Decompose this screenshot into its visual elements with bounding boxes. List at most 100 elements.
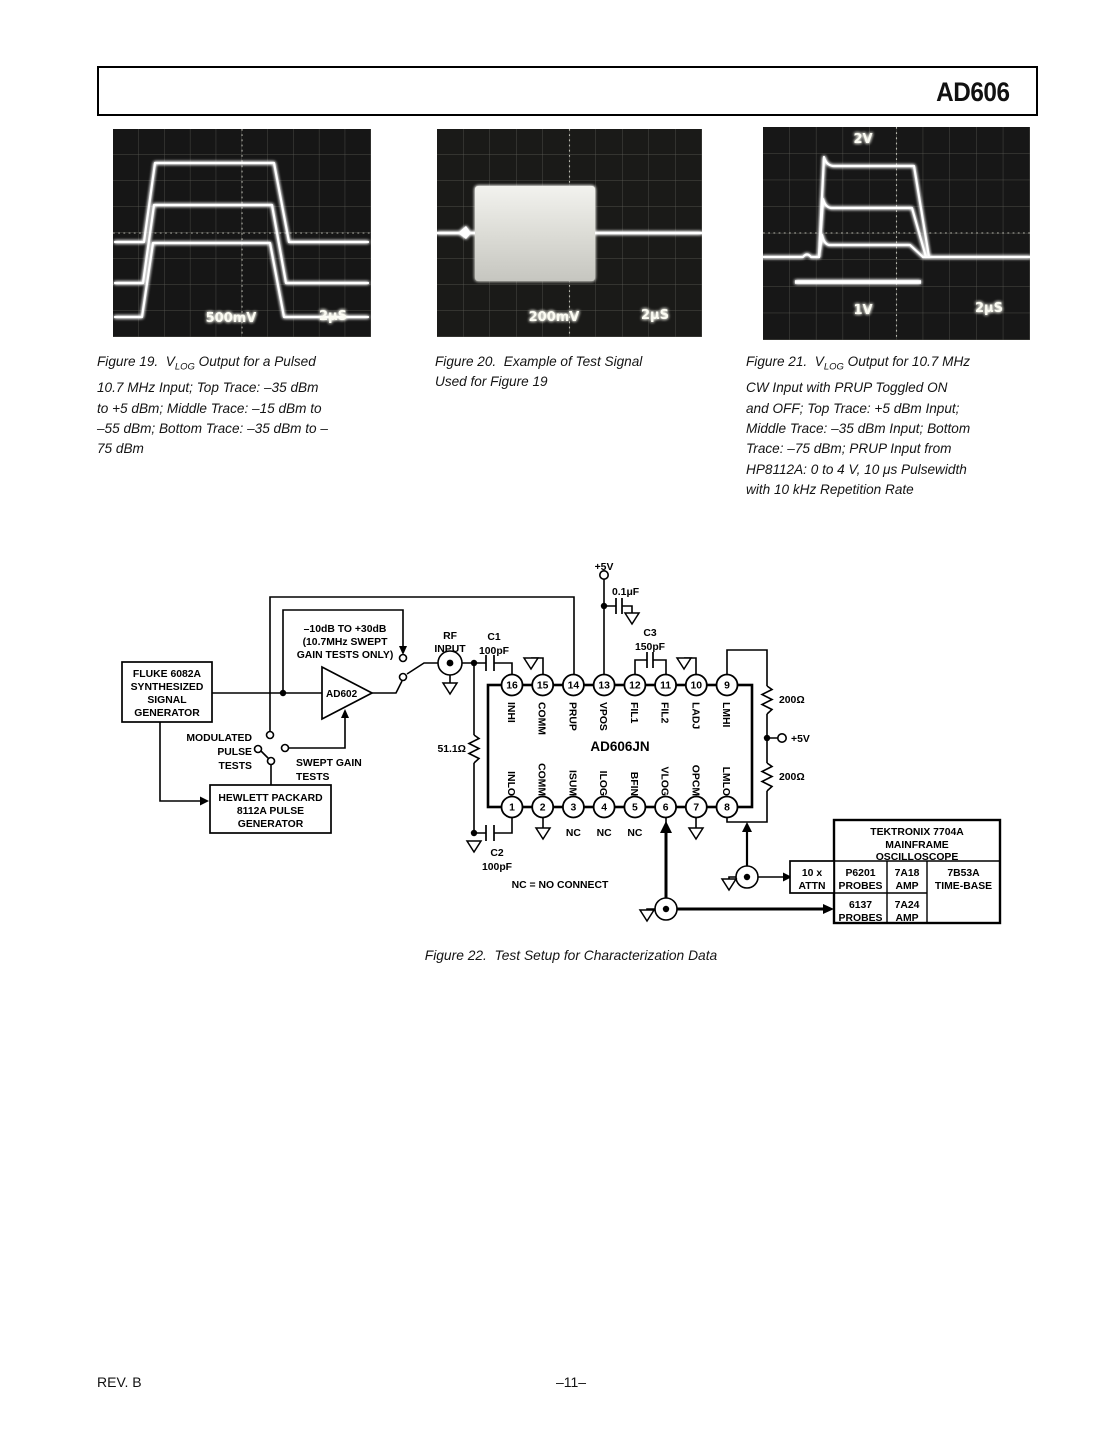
ic-pin-label: ILOG bbox=[597, 771, 608, 796]
ground-icon bbox=[721, 878, 737, 891]
capacitor-c1-icon bbox=[485, 655, 495, 671]
scope-tdiv-readout: 2μS bbox=[975, 301, 1003, 316]
swept-tests-label: TESTS bbox=[296, 772, 330, 783]
supply-terminal-top-icon bbox=[598, 569, 609, 580]
modulated-tests-label: TESTS bbox=[219, 761, 253, 772]
resistor-200ohm-bottom-icon bbox=[760, 762, 774, 792]
wire-switch-arm-rf bbox=[406, 662, 438, 675]
ic-pin-circle bbox=[623, 795, 647, 819]
schematic-wires bbox=[159, 579, 823, 911]
figure20-caption: Figure 20. Example of Test Signal Used f… bbox=[435, 352, 725, 393]
schematic-arrowheads bbox=[200, 646, 834, 914]
caption-line: Middle Trace: –35 dBm Input; Bottom bbox=[746, 420, 971, 436]
caption-line: HP8112A: 0 to 4 V, 10 μs Pulsewidth bbox=[746, 461, 967, 477]
ground-icon bbox=[688, 827, 704, 840]
oscilloscope-box-dividers bbox=[834, 860, 1000, 923]
ic-pin-number: 4 bbox=[601, 803, 607, 814]
trace-top bbox=[113, 161, 370, 244]
caption-line: 75 dBm bbox=[97, 441, 144, 457]
switch-arm-modulated bbox=[260, 750, 270, 760]
rf-burst-envelope bbox=[475, 186, 595, 281]
scope-traces bbox=[763, 155, 1030, 284]
attn-label: 10 x bbox=[802, 868, 822, 879]
ic-pin-number: 10 bbox=[691, 681, 703, 692]
caption-line: with 10 kHz Repetition Rate bbox=[746, 482, 914, 498]
ic-pin-label: INLO bbox=[505, 771, 516, 796]
attenuator-box bbox=[789, 860, 835, 894]
fluke-generator-box bbox=[121, 661, 213, 723]
junction-dot bbox=[279, 689, 287, 697]
scope-vdiv-readout: 500mV bbox=[206, 311, 257, 326]
ic-pin-circle bbox=[531, 795, 555, 819]
ic-pin-number: 5 bbox=[632, 803, 638, 814]
scope-traces bbox=[113, 161, 370, 319]
hp-label: GENERATOR bbox=[238, 819, 304, 830]
scope-tdiv-readout: 2μS bbox=[319, 309, 347, 324]
figure21-caption: Figure 21. VLOG Output for 10.7 MHz CW I… bbox=[746, 352, 1046, 501]
fluke-label: GENERATOR bbox=[134, 708, 200, 719]
figure19-caption: Figure 19. VLOG Output for a Pulsed 10.7… bbox=[97, 352, 417, 460]
rf-input-label: RF bbox=[443, 631, 457, 642]
mode-switch-contact-left bbox=[253, 744, 263, 754]
ic-pin-number: 13 bbox=[598, 681, 610, 692]
ad606jn-ic-body bbox=[486, 683, 754, 809]
wire-c2-to-inlo bbox=[474, 818, 513, 834]
rf-switch-contact-top bbox=[398, 653, 408, 663]
ic-pin-number: 6 bbox=[663, 803, 669, 814]
ad602-label: AD602 bbox=[326, 689, 358, 700]
fluke-label: FLUKE 6082A bbox=[133, 669, 202, 680]
c3-value: 150pF bbox=[635, 642, 665, 653]
ic-pins: 16INHI15COMM14PRUP13VPOS12FIL111FIL210LA… bbox=[500, 673, 739, 839]
ic-pin-circle bbox=[715, 795, 739, 819]
leading-spike bbox=[458, 226, 471, 239]
divider-resistor-top-value: 200Ω bbox=[779, 695, 805, 706]
hp-label: 8112A PULSE bbox=[237, 806, 304, 817]
figure21-scope-photo: 2V 1V 2μS bbox=[763, 127, 1030, 340]
ic-pin-circle bbox=[531, 673, 555, 697]
ic-pin-label: VLOG bbox=[659, 767, 670, 796]
ic-pin-circle bbox=[500, 795, 524, 819]
ic-pin-number: 1 bbox=[509, 803, 515, 814]
caption-line: to +5 dBm; Middle Trace: –15 dBm to bbox=[97, 400, 322, 416]
schematic-labels: FLUKE 6082A SYNTHESIZED SIGNAL GENERATOR… bbox=[131, 562, 993, 924]
hp-pulse-generator-box bbox=[209, 784, 332, 834]
part-number: AD606 bbox=[936, 77, 1011, 107]
trace-middle bbox=[817, 197, 928, 259]
caption-line: Figure 22. Test Setup for Characterizati… bbox=[424, 948, 718, 963]
ic-pin-circle bbox=[562, 795, 585, 819]
arrow-bypass-down-icon bbox=[399, 646, 407, 655]
ic-pin-nc-label: NC bbox=[566, 828, 582, 839]
caption-subscript: LOG bbox=[823, 361, 844, 373]
caption-line: Used for Figure 19 bbox=[435, 374, 548, 390]
resistor-200ohm-top-icon bbox=[760, 685, 774, 715]
wire-prup-line bbox=[269, 596, 575, 731]
revision-label: REV. B bbox=[97, 1374, 142, 1390]
c2-label: C2 bbox=[490, 848, 504, 859]
caption-line: Trace: –75 dBm; PRUP Input from bbox=[746, 441, 952, 457]
gain-note: –10dB TO +30dB bbox=[304, 624, 387, 635]
ground-icon bbox=[466, 840, 482, 853]
fluke-label: SYNTHESIZED bbox=[131, 682, 204, 693]
ic-pin-label: COMM bbox=[536, 763, 547, 796]
scope-title: MAINFRAME bbox=[885, 840, 949, 851]
ic-pin-number: 12 bbox=[629, 681, 641, 692]
figure22-caption: Figure 22. Test Setup for Characterizati… bbox=[71, 948, 1071, 963]
arrow-lmlo-up-icon bbox=[742, 822, 752, 832]
caption-line: –55 dBm; Bottom Trace: –35 dBm to – bbox=[97, 420, 328, 436]
arrow-vlog-up-icon bbox=[660, 821, 672, 833]
trace-top bbox=[817, 155, 931, 259]
mode-switch-contact-right bbox=[280, 743, 290, 753]
ic-pin-circle bbox=[500, 673, 524, 697]
swept-tests-label: SWEPT GAIN bbox=[296, 758, 362, 769]
scope-vbot-readout: 1V bbox=[853, 303, 872, 318]
capacitor-c3-icon bbox=[646, 652, 654, 668]
ground-icon bbox=[535, 827, 551, 840]
mode-switch-contact-top bbox=[265, 730, 275, 740]
supply-right-label: +5V bbox=[791, 734, 810, 745]
wire-decouple bbox=[604, 605, 633, 613]
oscilloscope-box bbox=[832, 818, 1002, 925]
cell-6137: 6137 bbox=[849, 900, 872, 911]
scope-title: OSCILLOSCOPE bbox=[876, 852, 959, 863]
ic-pin-circle bbox=[623, 673, 647, 697]
rf-input-label: INPUT bbox=[434, 644, 466, 655]
